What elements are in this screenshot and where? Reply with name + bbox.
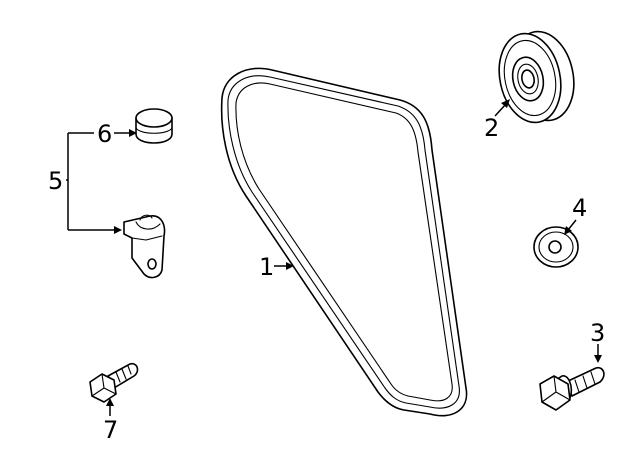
bolt-part-7[interactable] <box>89 362 139 403</box>
grommet-part-6[interactable] <box>135 108 173 144</box>
leader-lines <box>66 99 602 416</box>
washer-part-4[interactable] <box>533 226 579 268</box>
bracket-part-5[interactable] <box>123 214 166 279</box>
bolt-part-3[interactable] <box>539 366 605 411</box>
callout-3: 3 <box>590 319 605 347</box>
callout-6: 6 <box>97 120 112 148</box>
callout-2: 2 <box>484 114 499 142</box>
belt-part-1[interactable] <box>220 67 468 417</box>
callout-4: 4 <box>572 194 587 222</box>
callout-1: 1 <box>259 253 274 281</box>
pulley-part-2[interactable] <box>491 26 581 129</box>
callout-5: 5 <box>48 167 63 195</box>
callout-7: 7 <box>103 416 118 444</box>
